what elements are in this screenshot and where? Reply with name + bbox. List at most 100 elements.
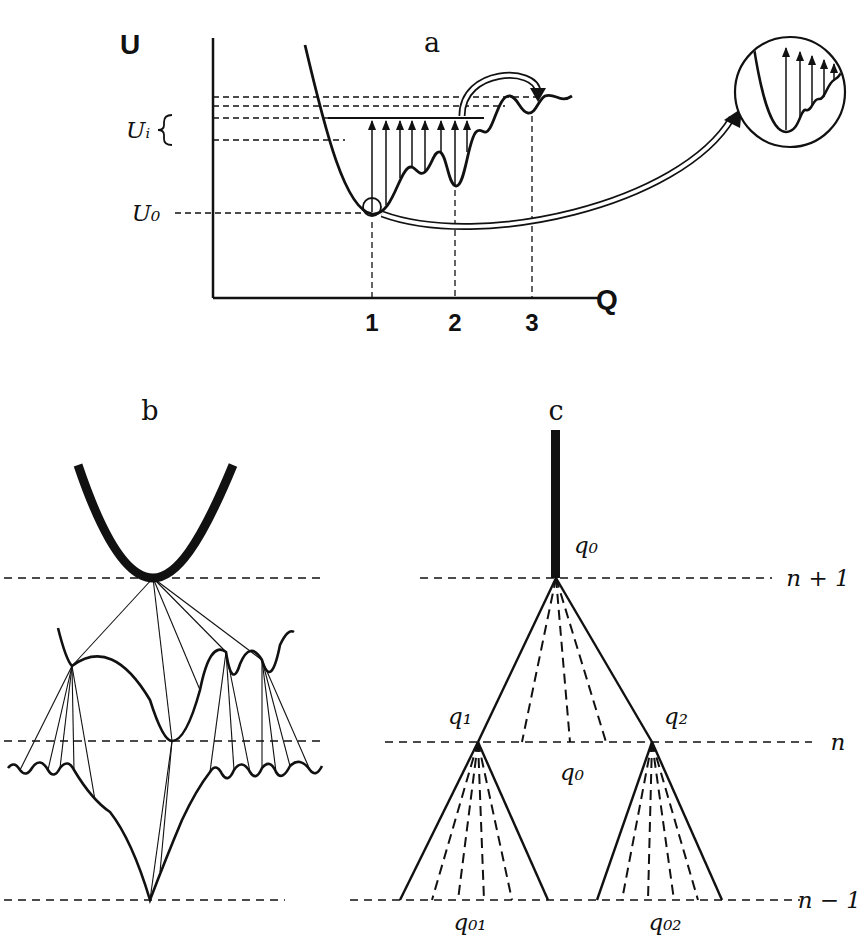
tree-branch-dashed [556, 578, 606, 742]
fan-line [160, 741, 172, 872]
up-arrow [823, 60, 825, 97]
tree-branch-dashed [458, 742, 478, 900]
panel-letter: a [424, 29, 440, 56]
fan-line [153, 578, 200, 690]
fan-line [210, 652, 226, 772]
inset-detail [752, 35, 846, 132]
level-line [213, 96, 545, 97]
potential-curve [305, 45, 572, 214]
tree-branch-dashed [648, 742, 652, 900]
up-arrow [424, 121, 426, 171]
tree-branch-dashed [622, 742, 652, 900]
node-label: q₀₁ [453, 911, 486, 934]
axis-label: Q [596, 286, 618, 314]
bottom-landscape [8, 762, 322, 900]
fan-line [72, 666, 74, 770]
panel-letter: b [141, 397, 158, 424]
fan-line [153, 578, 226, 652]
tree-branch [478, 578, 556, 742]
up-arrow [785, 48, 787, 130]
tree-branch [597, 742, 652, 900]
tree-branch [652, 742, 722, 900]
position-line [371, 222, 372, 298]
tree-branch-dashed [522, 578, 556, 742]
u-axis [212, 38, 215, 298]
tree-branch-dashed [652, 742, 698, 900]
fan-line [153, 578, 172, 741]
panel-c-levels [350, 578, 812, 900]
brace [158, 115, 172, 145]
panel-b-fans [20, 578, 310, 900]
inset-curve [752, 35, 846, 132]
position-number: 3 [525, 311, 538, 335]
fan-line [262, 660, 310, 770]
level-line [213, 139, 345, 140]
fan-line [262, 660, 290, 766]
fan-line [150, 741, 172, 900]
node-label: q₀ [574, 534, 598, 557]
tree-branch [556, 578, 652, 742]
tree-solid [400, 578, 722, 900]
axis-label: U [120, 31, 140, 59]
axes [213, 38, 598, 298]
hop-arrow [462, 75, 546, 116]
fan-line [226, 652, 250, 772]
position-number: 2 [448, 311, 461, 335]
fan-line [72, 666, 95, 800]
excitation-arrows [372, 121, 467, 212]
zoom-arrow-outline [382, 118, 732, 226]
tree-branch-dashed [478, 742, 512, 900]
fan-line [261, 660, 262, 768]
fan-line [72, 578, 153, 666]
tree-branch [478, 742, 548, 900]
level-line [350, 899, 800, 900]
up-arrow [454, 121, 456, 185]
position-line [531, 116, 532, 298]
zoom-arrow [382, 108, 742, 226]
panel-b-levels [4, 578, 325, 900]
level-label: n + 1 [786, 567, 849, 590]
level-line [4, 899, 285, 900]
tree-branch-dashed [652, 742, 674, 900]
position-number: 1 [365, 311, 378, 335]
tree-dashed [432, 578, 698, 900]
tree-branch-dashed [432, 742, 478, 900]
level-label: U₀ [132, 202, 161, 225]
panel-letter: c [548, 397, 563, 424]
level-line [385, 741, 812, 742]
level-label: Uᵢ [126, 119, 150, 142]
up-arrow [411, 121, 413, 167]
zoom-arrow-fill [382, 118, 732, 226]
up-arrow [799, 52, 801, 118]
level-line [420, 577, 772, 578]
fan-line [153, 578, 262, 660]
level-label: n [831, 731, 846, 754]
fan-line [20, 666, 72, 770]
hop-arrow-fill [462, 75, 538, 116]
tree-branch [400, 742, 478, 900]
node-label: q₁ [448, 705, 472, 728]
up-arrow [440, 121, 442, 153]
level-line [4, 740, 325, 741]
fan-line [48, 666, 72, 770]
node-label: q₂ [664, 705, 688, 728]
up-arrow [833, 64, 835, 81]
middle-landscape [58, 628, 294, 741]
up-arrow [811, 56, 813, 106]
fan-line [60, 666, 72, 768]
up-arrow [399, 121, 401, 178]
zoom-circle [363, 198, 381, 216]
q-axis [213, 297, 598, 300]
hop-arrow-outline [462, 75, 538, 116]
hop-arrow-head [530, 88, 546, 102]
level-label: n − 1 [798, 889, 861, 912]
node-label: q₀₂ [648, 911, 681, 934]
node-label: q₀ [560, 761, 584, 784]
level-line [175, 212, 364, 213]
up-arrow [466, 121, 468, 152]
trunk-bar [551, 430, 560, 578]
energy-level [328, 117, 484, 119]
up-arrow [385, 121, 387, 205]
level-line [213, 117, 328, 118]
